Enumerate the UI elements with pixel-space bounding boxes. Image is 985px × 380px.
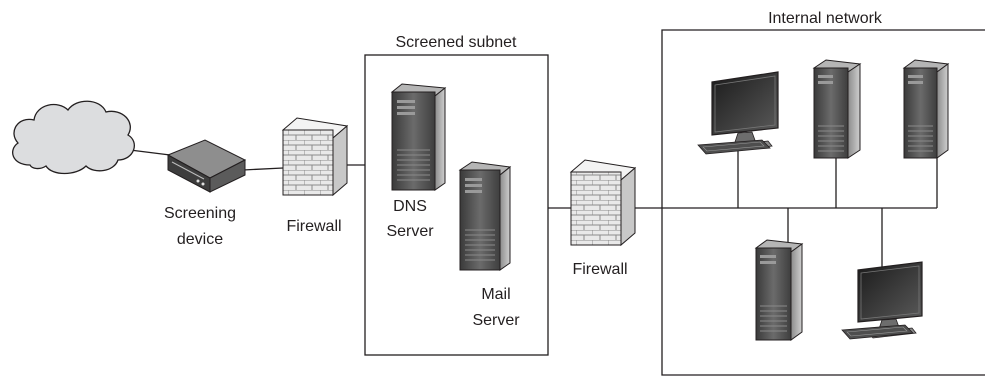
screening-device-label-line2: device (177, 231, 223, 248)
firewall-right-label: Firewall (572, 261, 627, 278)
screened-subnet-label: Screened subnet (396, 34, 518, 51)
server-tower-icon-top-middle (812, 59, 862, 159)
dns-server-icon (390, 83, 447, 191)
firewall-right-icon (569, 159, 637, 247)
firewall-left-icon (281, 117, 349, 197)
server-tower-icon-bottom (754, 239, 804, 341)
connection-lines (129, 149, 938, 270)
mail-server-label-line1: Mail (481, 286, 510, 303)
server-tower-icon-top-right (902, 59, 950, 159)
cloud-icon (12, 100, 135, 175)
internal-network-zone: Internal network (661, 10, 985, 376)
mail-server-icon (458, 161, 512, 271)
dns-server-label-line1: DNS (393, 198, 427, 215)
internal-network-label: Internal network (768, 10, 883, 27)
workstation-monitor-icon-bottom (841, 261, 923, 340)
firewall-left-label: Firewall (286, 218, 341, 235)
router-icon (166, 139, 247, 193)
screening-device-label-line1: Screening (164, 205, 236, 222)
mail-server-label-line2: Server (472, 312, 520, 329)
workstation-monitor-icon-top (697, 71, 779, 155)
dns-server-label-line2: Server (386, 223, 434, 240)
screened-subnet-zone: Screened subnet (364, 34, 549, 356)
